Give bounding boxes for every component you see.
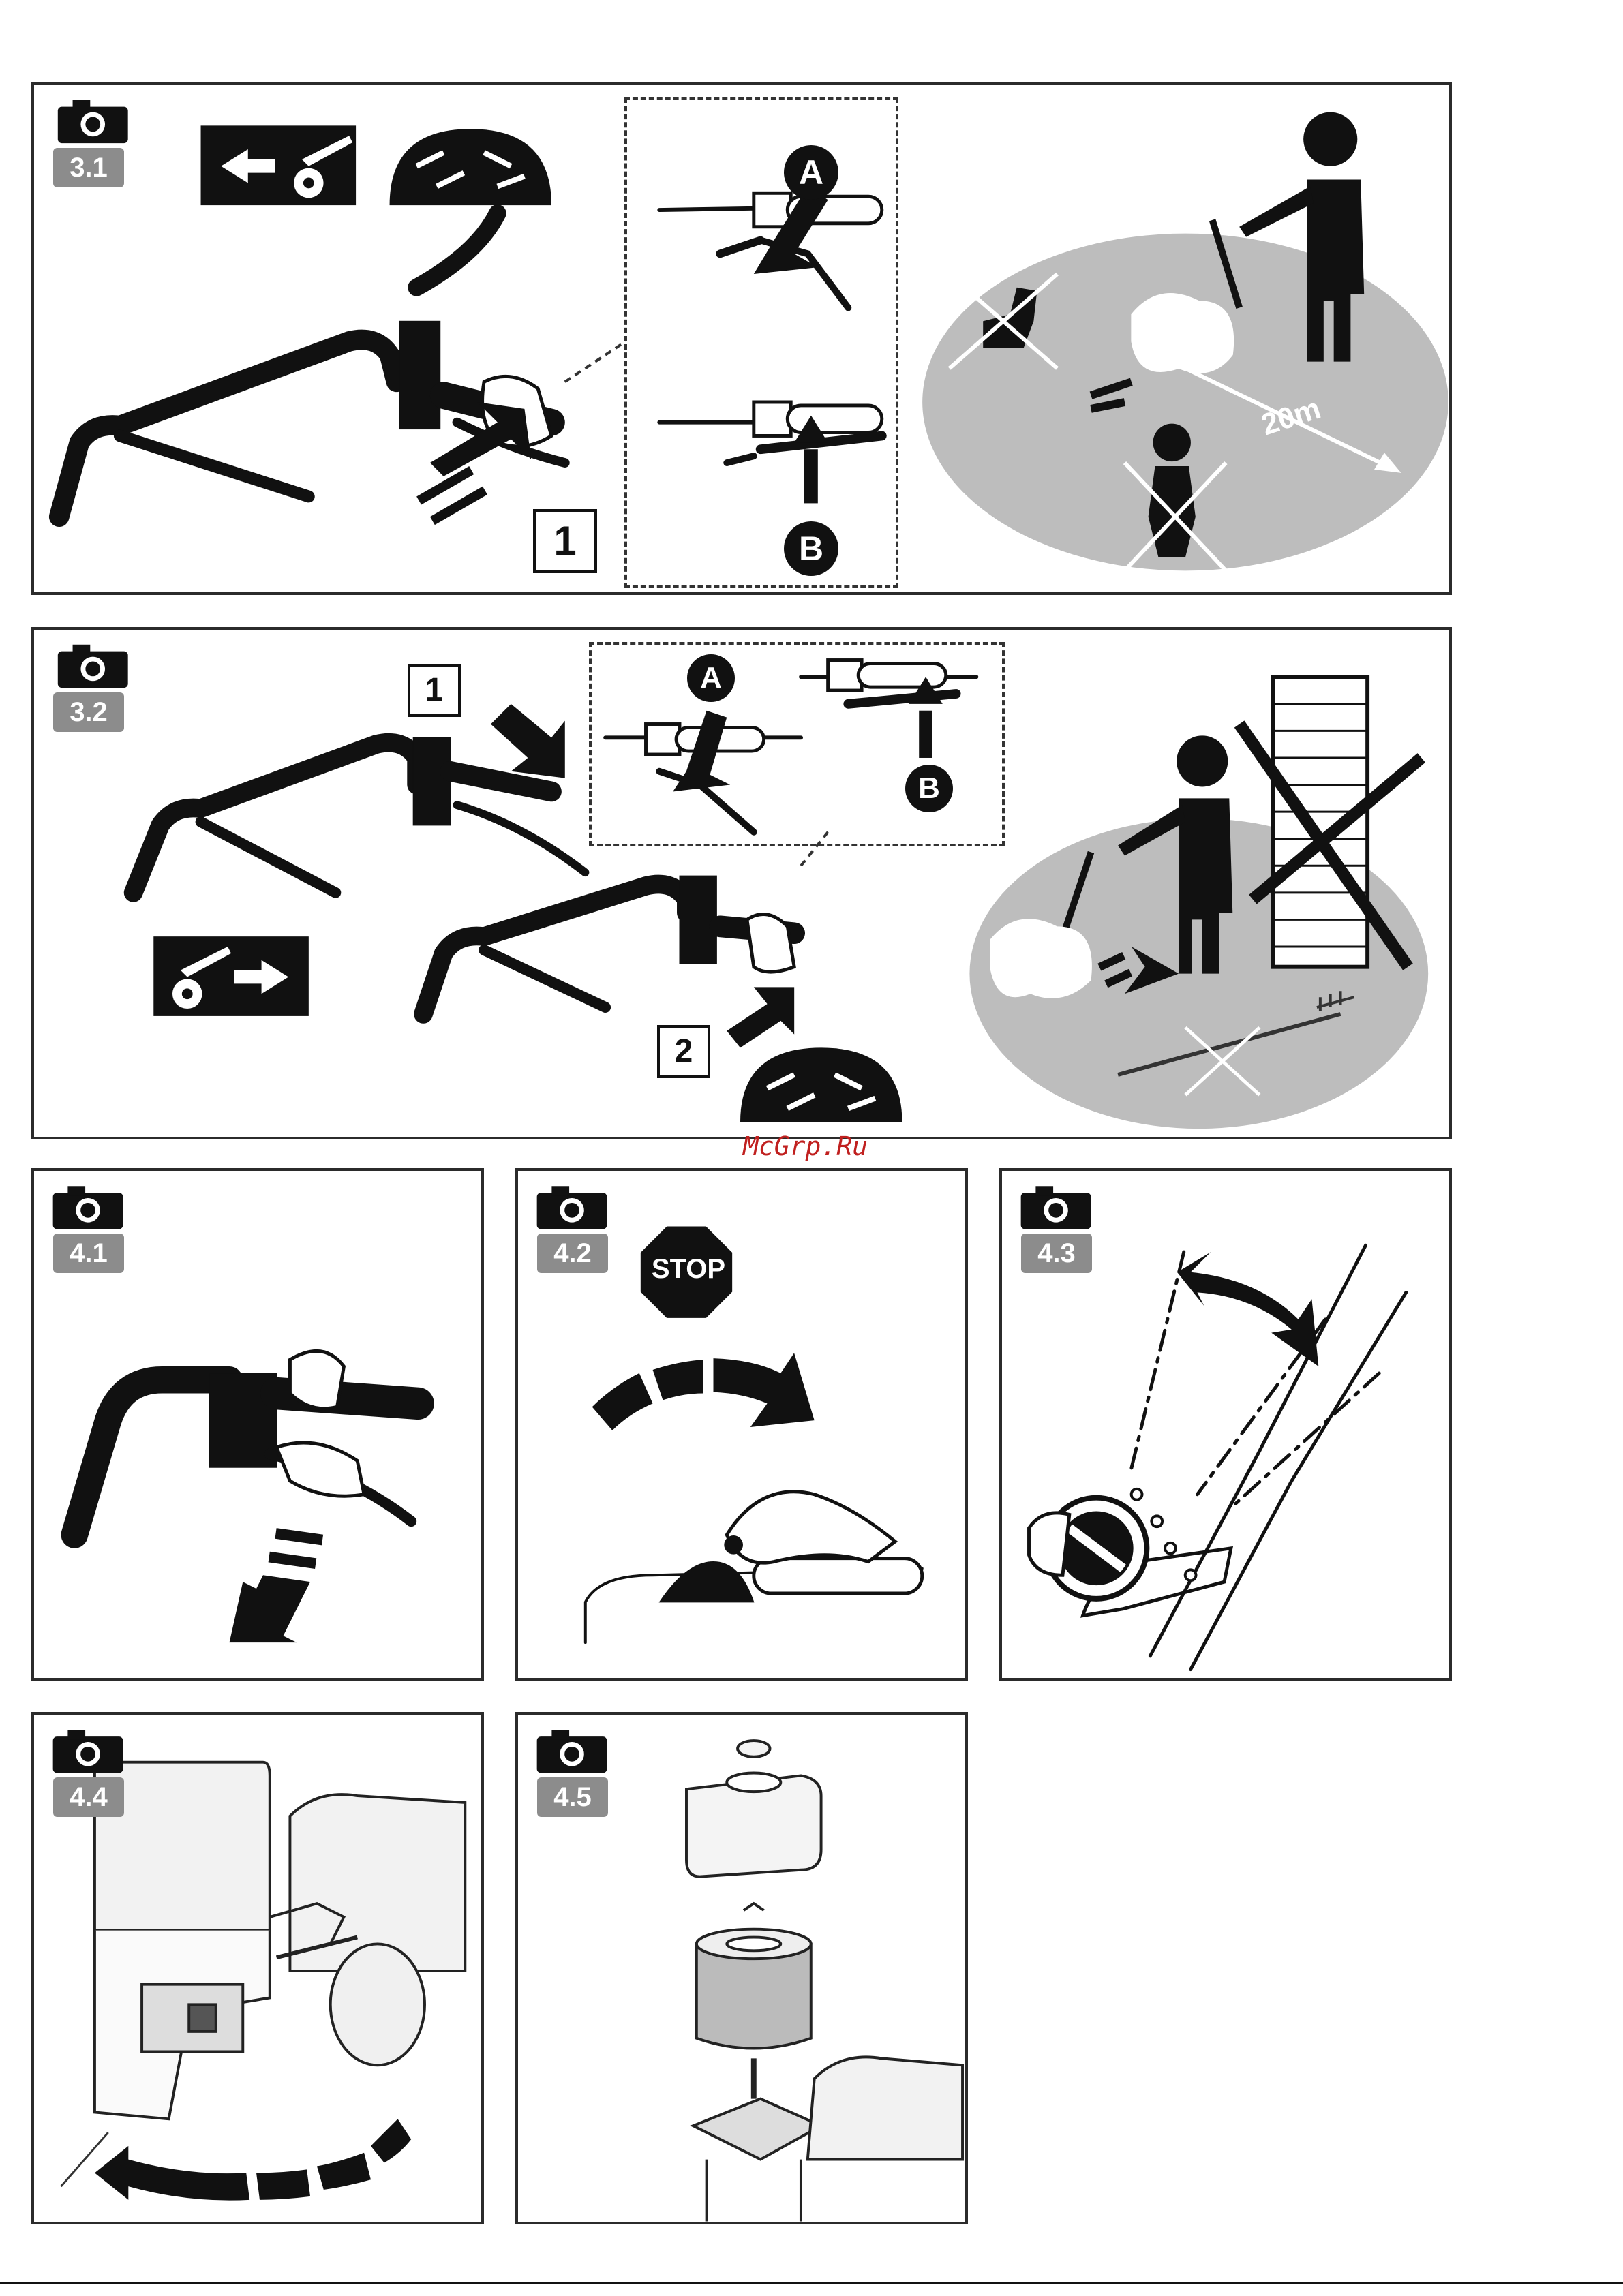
stop-sign-label: STOP (641, 1254, 736, 1285)
handlebar-drawing (59, 213, 565, 517)
figure-label: 4.5 (537, 1777, 608, 1817)
figure-label: 3.2 (53, 692, 124, 732)
camera-icon (1021, 1186, 1091, 1229)
tines-icon (390, 129, 551, 205)
release-arrow-icon (230, 1528, 324, 1642)
swing-arrow-icon (1177, 1252, 1318, 1366)
figure-label: 4.1 (53, 1234, 124, 1273)
figure-label: 4.3 (1021, 1234, 1092, 1273)
callout-a: A (687, 654, 735, 702)
release-arrow-icon (491, 704, 565, 778)
figure-4-4-panel: 4.4 (31, 1712, 484, 2224)
step-number-1: 1 (408, 664, 461, 717)
lever-callout-box (589, 642, 1005, 846)
page-bottom-rule (0, 2282, 1623, 2284)
handlebar-drawing (74, 1373, 418, 1535)
choke-arrow-icon (95, 2119, 411, 2200)
camera-icon (537, 1730, 607, 1773)
watermark: McGrp.Ru (743, 1131, 868, 1161)
handlebar-drawing (134, 737, 586, 893)
step-number: 1 (533, 509, 597, 573)
callout-leader (565, 341, 626, 382)
leader-line (61, 2132, 108, 2186)
callout-b: B (905, 765, 953, 812)
figure-4-1-panel: 4.1 (31, 1168, 484, 1681)
figure-3-2-panel: 3.2 1 2 A B (31, 627, 1452, 1139)
callout-b: B (784, 521, 838, 576)
tines-icon (740, 1047, 902, 1122)
handle-adjust-drawing (1083, 1245, 1406, 1669)
hand-drawing (727, 1492, 895, 1563)
lock-knob-icon (1029, 1498, 1147, 1599)
figure-4-2-panel: 4.2 STOP (515, 1168, 968, 1681)
camera-icon (537, 1186, 607, 1229)
rotate-arrow-icon (592, 1353, 815, 1430)
hand-drawing (290, 1351, 344, 1408)
camera-icon (53, 1730, 123, 1773)
throttle-drawing (586, 1559, 922, 1642)
figure-3-1-panel: 3.1 1 A B 20m (31, 82, 1452, 595)
step-number-2: 2 (657, 1025, 710, 1078)
lever-callout-box (624, 97, 898, 588)
figure-label: 4.2 (537, 1234, 608, 1273)
engine-drawing (95, 1762, 465, 2119)
handlebar-drawing (423, 876, 794, 1014)
callout-a: A (784, 145, 838, 200)
figure-label: 4.4 (53, 1777, 124, 1817)
figure-4-3-panel: 4.3 (999, 1168, 1452, 1681)
hand-drawing (277, 1443, 364, 1496)
air-filter-exploded-drawing (686, 1741, 962, 2221)
reverse-gear-icon (201, 125, 357, 205)
throttle-knob (724, 1535, 743, 1555)
forward-gear-icon (153, 936, 309, 1016)
camera-icon (58, 645, 128, 688)
push-arrow-icon (727, 987, 794, 1047)
camera-icon (53, 1186, 123, 1229)
camera-icon (58, 100, 128, 143)
figure-label: 3.1 (53, 148, 124, 187)
figure-4-5-panel: 4.5 (515, 1712, 968, 2224)
